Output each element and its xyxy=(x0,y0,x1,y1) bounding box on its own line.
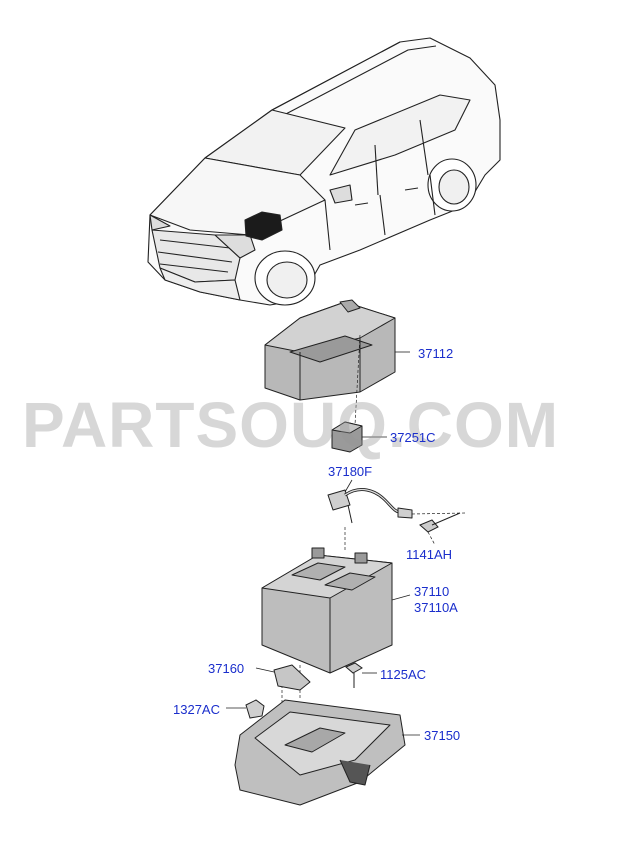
leader-37180f xyxy=(344,479,353,493)
part-number-37150[interactable]: 37150 xyxy=(424,728,461,743)
part-number-37180f[interactable]: 37180F xyxy=(328,464,373,479)
part-number-1141ah[interactable]: 1141AH xyxy=(406,547,453,562)
leader-37110 xyxy=(391,594,411,601)
part-number-37110[interactable]: 37110 xyxy=(414,584,450,599)
leader-37160 xyxy=(255,667,275,673)
vehicle-illustration xyxy=(147,37,501,306)
mount-dashed-lines xyxy=(281,334,361,785)
bolt-1125ac-part[interactable] xyxy=(345,662,363,688)
part-number-37110a[interactable]: 37110A xyxy=(414,600,458,615)
bracket-part[interactable] xyxy=(273,664,311,691)
clip-part[interactable] xyxy=(331,421,363,453)
battery-tray-part[interactable] xyxy=(234,699,406,806)
leader-1141ah xyxy=(411,512,466,546)
battery-cable-part[interactable] xyxy=(327,488,413,524)
part-number-1125ac[interactable]: 1125AC xyxy=(380,667,427,682)
part-number-37112[interactable]: 37112 xyxy=(418,346,454,361)
bolt-1141ah-part[interactable] xyxy=(419,512,461,533)
battery-part[interactable] xyxy=(261,547,393,674)
nut-1327ac-part[interactable] xyxy=(245,699,265,719)
part-number-37251c[interactable]: 37251C xyxy=(390,430,436,445)
part-number-1327ac[interactable]: 1327AC xyxy=(173,702,220,717)
insulation-pad-part[interactable] xyxy=(264,299,396,401)
part-number-37160[interactable]: 37160 xyxy=(208,661,245,676)
